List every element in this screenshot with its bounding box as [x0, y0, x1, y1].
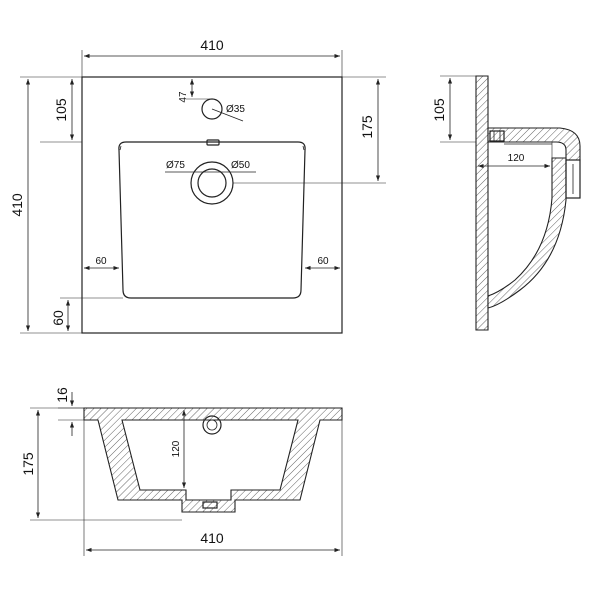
depth-label-top: 410	[9, 193, 25, 217]
bowl-depth-label: 120	[171, 440, 182, 457]
basin-outline-top	[81, 76, 343, 334]
side-front-depth-label: 105	[431, 98, 447, 122]
bowl-outline-top	[118, 141, 306, 299]
side-view: 105 120	[431, 75, 581, 331]
front-height-label: 175	[20, 452, 36, 476]
side-margin-left-label: 60	[95, 256, 107, 267]
overflow-slot-top	[206, 139, 220, 146]
front-depth-label-top: 105	[53, 98, 69, 122]
drain-outer-top	[190, 161, 234, 205]
drain-depth-label-top: 175	[359, 115, 375, 139]
rear-margin-label: 60	[50, 310, 66, 326]
tap-hole-leader	[211, 108, 244, 122]
side-section-overflow	[489, 130, 505, 142]
side-section-wall	[475, 75, 489, 331]
tap-hole-label: Ø35	[226, 104, 245, 115]
front-width-label: 410	[200, 530, 224, 546]
side-margin-right-label: 60	[317, 256, 329, 267]
side-waste-offset-label: 120	[508, 153, 525, 164]
drain-inner-label: Ø50	[231, 160, 250, 171]
tap-offset-label: 47	[178, 91, 189, 103]
front-view: 16 175 120 410	[20, 387, 343, 556]
width-label-top: 410	[200, 37, 224, 53]
top-view: 410 410 105 47 Ø35 175 Ø75 Ø50 60 60 60	[9, 37, 386, 334]
drain-outer-label: Ø75	[166, 160, 185, 171]
bowl-inner-edge-top	[119, 145, 305, 151]
drain-inner-top	[197, 168, 227, 198]
side-section-trap	[565, 159, 581, 199]
front-tap-hole	[202, 415, 222, 435]
rim-thickness-label: 16	[54, 387, 70, 403]
side-section-bowl	[487, 157, 567, 309]
front-section-shell	[83, 407, 343, 513]
front-drain-slot	[202, 501, 218, 509]
